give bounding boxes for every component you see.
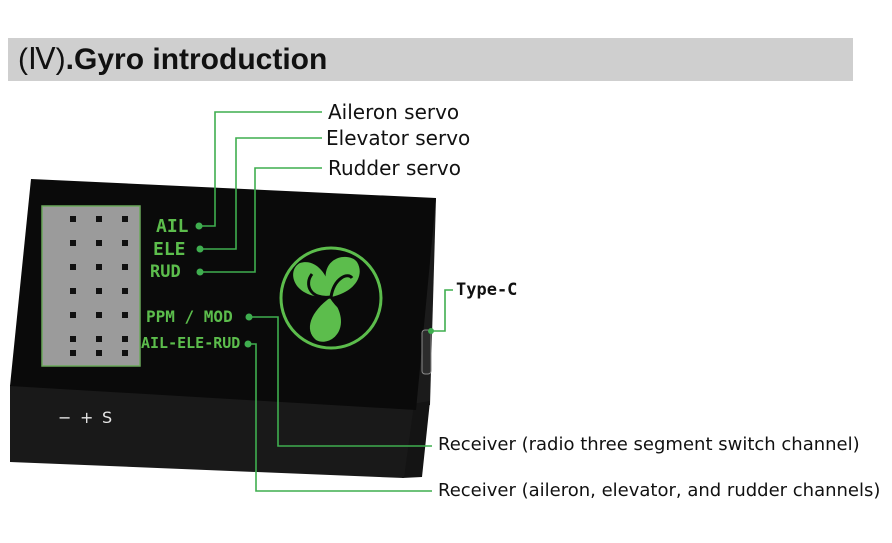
callout-typec: Type-C [456,280,518,300]
callout-receiver-channels: Receiver (aileron, elevator, and rudder … [438,480,881,501]
section-numeral: (Ⅳ) [18,43,66,76]
leader-lines [199,111,453,492]
port-label-ele: ELE [153,239,186,260]
section-header: (Ⅳ).Gyro introduction [8,38,853,81]
pin-holes [70,216,128,356]
callout-elevator-servo: Elevator servo [326,126,471,150]
typec-port [421,329,432,375]
pin-label-minus: − [58,408,72,427]
leader-dots [195,222,434,348]
gyro-logo-icon [279,246,383,350]
port-label-ail: AIL [156,216,189,237]
pin-label-plus: + [80,408,94,427]
section-title-text: .Gyro introduction [65,43,328,76]
callout-aileron-servo: Aileron servo [328,100,460,124]
pin-label-signal: S [102,408,113,427]
callout-rudder-servo: Rudder servo [328,156,461,180]
port-label-ail-ele-rud: AIL-ELE-RUD [141,334,241,352]
port-label-rud: RUD [150,262,181,282]
port-label-ppm: PPM / MOD [146,307,233,326]
section-title: (Ⅳ).Gyro introduction [18,38,327,81]
device-front-face [10,385,414,478]
callout-receiver-switch: Receiver (radio three segment switch cha… [438,434,860,455]
device-side-lower [402,401,430,478]
